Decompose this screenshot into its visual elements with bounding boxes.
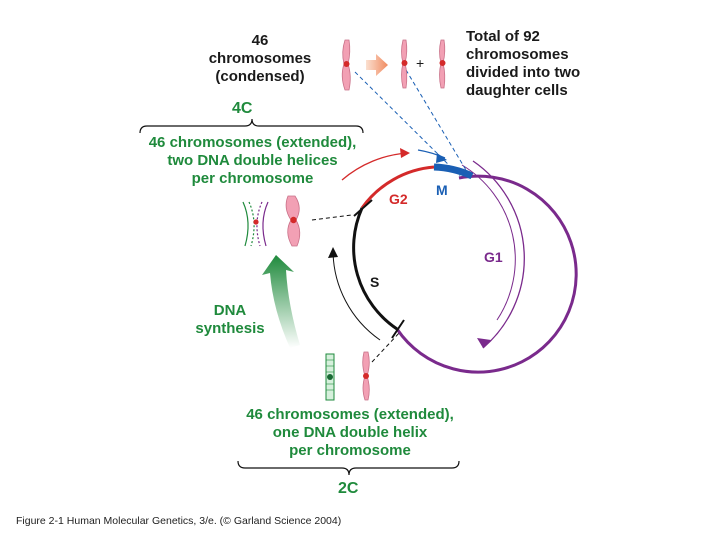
s-direction-arc [332, 249, 381, 341]
daughter-cells-label: Total of 92 chromosomes divided into two… [466, 28, 580, 100]
condensed-label-line-2: chromosomes [208, 50, 312, 67]
four-c-description-line-2: two DNA double helices [167, 152, 338, 169]
tick-s-g1 [391, 319, 405, 339]
g2-arrowhead [400, 148, 410, 158]
dna-synthesis-arrow [262, 255, 300, 348]
condensed-label-line-3: (condensed) [215, 68, 305, 85]
two-c-description-line-1: 46 chromosomes (extended), [246, 406, 454, 423]
m-block [433, 163, 474, 180]
condensed-label: 46 chromosomes (condensed) [200, 32, 320, 86]
label-2c: 2C [338, 480, 359, 497]
daughter-chromosome-1 [401, 39, 408, 89]
g1-direction-arc [472, 160, 525, 349]
g1-arc [395, 174, 578, 374]
s-arrowhead [328, 247, 338, 258]
connector-4c [311, 214, 353, 221]
connector-top-left [354, 71, 461, 177]
m-direction-arc [417, 149, 446, 159]
tick-g2-s [353, 199, 373, 217]
daughter-cells-line-1: Total of 92 [466, 28, 540, 45]
brace-2c [237, 460, 460, 476]
daughter-cells-line-4: daughter cells [466, 82, 568, 99]
g1-arrowhead [477, 338, 491, 348]
division-arrow [366, 54, 388, 76]
s-arc [352, 207, 398, 331]
four-c-description-line-1: 46 chromosomes (extended), [148, 134, 357, 151]
daughter-chromosome-2 [439, 39, 446, 89]
label-4c: 4C [232, 100, 253, 117]
unreplicated-chromosome [362, 351, 370, 401]
daughter-cells-line-3: divided into two [466, 64, 581, 81]
daughter-cells-line-2: chromosomes [466, 46, 569, 63]
phase-s-label: S [370, 274, 380, 290]
dna-synthesis-line-1: DNA [213, 302, 247, 319]
phase-g2-label: G2 [389, 191, 408, 207]
replicated-chromosome [285, 195, 301, 247]
two-c-description-line-2: one DNA double helix [272, 424, 428, 441]
phase-m-label: M [436, 182, 448, 198]
g1-inner-guide-arc [461, 164, 516, 321]
condensed-chromosome [341, 39, 351, 91]
g2-arc [360, 165, 435, 209]
phase-g1-label: G1 [484, 249, 503, 265]
figure-caption: Figure 2-1 Human Molecular Genetics, 3/e… [16, 515, 342, 527]
condensed-label-line-1: 46 [251, 32, 269, 49]
two-c-description-line-3: per chromosome [289, 442, 411, 459]
connector-top-right [405, 69, 467, 171]
brace-4c [139, 118, 364, 134]
plus-sign: + [416, 55, 425, 71]
four-c-description-line-3: per chromosome [191, 170, 314, 187]
connector-2c [371, 331, 401, 363]
dna-synthesis-label: DNA synthesis [190, 302, 270, 338]
four-c-description: 46 chromosomes (extended), two DNA doubl… [130, 134, 375, 188]
dna-synthesis-line-2: synthesis [195, 320, 265, 337]
single-double-helix-icon [325, 353, 335, 401]
two-c-description: 46 chromosomes (extended), one DNA doubl… [225, 406, 475, 460]
double-helices-icon [242, 201, 269, 247]
